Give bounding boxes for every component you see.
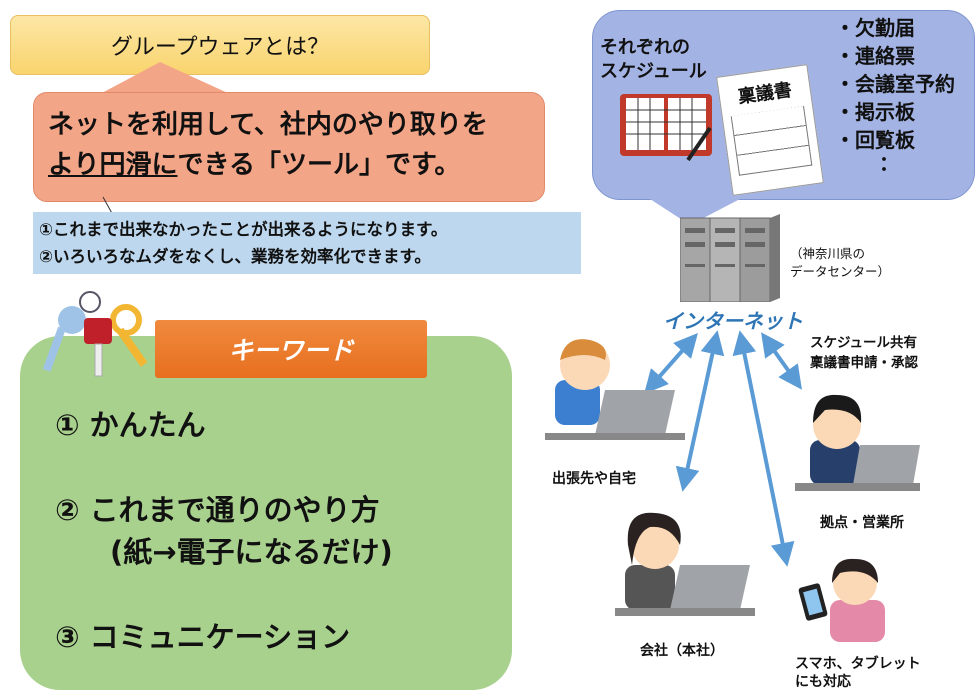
remote-label: 出張先や自宅 xyxy=(552,471,636,487)
definition-line-2: より円滑にできる「ツール」です。 xyxy=(48,145,544,185)
mobile-label: スマホ、タブレットにも対応 xyxy=(795,655,921,691)
server-icon xyxy=(680,214,780,302)
feature-1: スケジュール共有 xyxy=(810,335,918,351)
features-label: スケジュール共有稟議書申請・承認 xyxy=(810,333,918,373)
branch-label: 拠点・営業所 xyxy=(820,515,904,531)
branch-worker-illustration xyxy=(795,394,920,491)
form-item: ・欠勤届 xyxy=(835,16,915,40)
hq-worker-illustration xyxy=(615,512,755,616)
arrow-mobile xyxy=(732,330,795,567)
form-list: ・欠勤届 ・連絡票 ・会議室予約 ・掲示板 ・回覧板 ： xyxy=(835,14,955,175)
form-item: ・掲示板 xyxy=(835,100,915,124)
keyword-2-note: (紙→電子になるだけ) xyxy=(110,535,393,569)
benefit-1: ①これまで出来なかったことが出来るようになります。 xyxy=(39,220,448,239)
form-item: ・会議室予約 xyxy=(835,72,955,96)
callout-pointer xyxy=(100,62,230,94)
form-item: ・回覧板 xyxy=(835,128,915,152)
schedule-book-icon xyxy=(620,94,712,162)
remote-worker-illustration xyxy=(545,339,685,440)
definition-underlined: より円滑に xyxy=(48,150,178,180)
schedule-label-1: それぞれの xyxy=(600,37,690,58)
arrow-hq xyxy=(675,330,725,492)
form-ellipsis: ： xyxy=(879,151,899,175)
approval-document-icon: 稟議書 xyxy=(716,64,824,196)
schedule-label: それぞれのスケジュール xyxy=(600,36,707,84)
keyword-heading: キーワード xyxy=(228,336,354,365)
datacenter-line-2: データセンター） xyxy=(790,264,891,279)
document-title: 稟議書 xyxy=(736,79,794,109)
mobile-label-1: スマホ、タブレット xyxy=(795,656,921,672)
mobile-user-illustration xyxy=(798,558,885,642)
network-arrows xyxy=(644,330,802,567)
definition-line-1: ネットを利用して、社内のやり取りを xyxy=(48,110,488,140)
datacenter-label: （神奈川県のデータセンター） xyxy=(790,245,890,281)
feature-2: 稟議書申請・承認 xyxy=(810,355,918,371)
mobile-label-2: にも対応 xyxy=(795,674,851,690)
keys-icon xyxy=(42,291,148,377)
keyword-1: ① かんたん xyxy=(55,408,206,442)
internet-label: インターネット xyxy=(663,309,803,333)
definition-callout: ネットを利用して、社内のやり取りを より円滑にできる「ツール」です。 xyxy=(33,92,545,202)
benefit-2: ②いろいろなムダをなくし、業務を効率化できます。 xyxy=(39,247,431,266)
form-item: ・連絡票 xyxy=(835,44,915,68)
arrow-branch xyxy=(761,332,802,390)
hq-label: 会社（本社） xyxy=(640,643,724,659)
keyword-2: ② これまで通りのやり方 xyxy=(55,493,380,527)
keyword-ribbon: キーワード xyxy=(155,320,427,378)
keyword-3: ③ コミュニケーション xyxy=(55,620,351,654)
datacenter-line-1: （神奈川県の xyxy=(790,246,866,261)
keyword-panel xyxy=(20,336,512,690)
definition-rest: できる「ツール」です。 xyxy=(177,150,461,180)
schedule-label-2: スケジュール xyxy=(600,61,707,82)
page-title: グループウェアとは？ xyxy=(110,35,330,60)
benefits-band: ①これまで出来なかったことが出来るようになります。 ②いろいろなムダをなくし、業… xyxy=(33,212,581,274)
